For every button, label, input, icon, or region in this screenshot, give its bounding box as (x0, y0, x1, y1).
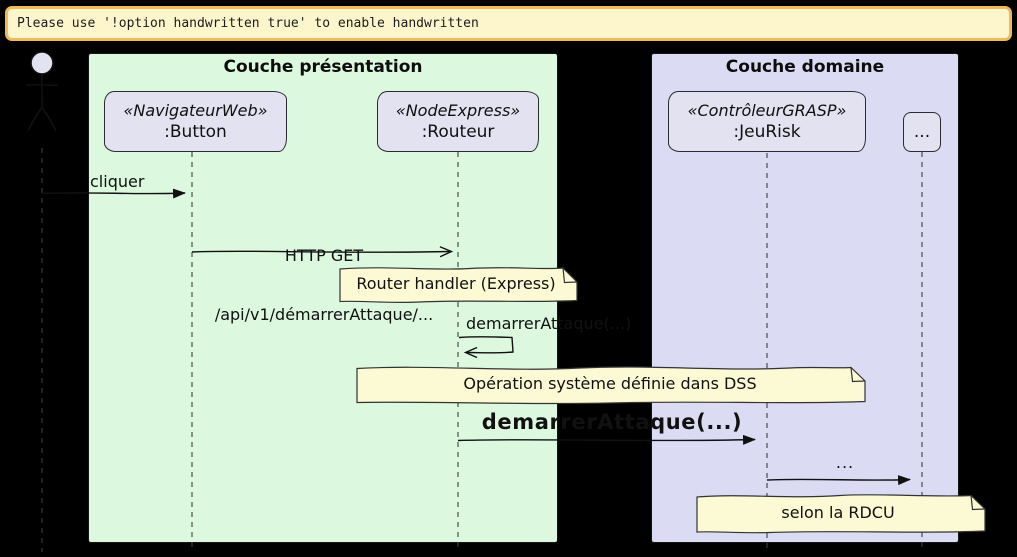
banner-note: Please use '!option handwritten true' to… (5, 6, 1012, 41)
message-label-http-get-line1: HTTP GET (284, 246, 364, 265)
participant-routeur-stereotype: «NodeExpress» (395, 101, 521, 120)
participant-ellipsis: ... (903, 112, 941, 152)
banner-text: Please use '!option handwritten true' to… (17, 16, 479, 31)
arrow-cliquer (41, 188, 186, 199)
lifelines (41, 148, 923, 552)
note-selon-rdcu-text: selon la RDCU (781, 503, 895, 522)
arrow-dots (766, 475, 911, 486)
participant-jeurisk: «ContrôleurGRASP» :JeuRisk (668, 91, 866, 152)
participant-jeurisk-name: :JeuRisk (733, 122, 801, 142)
participant-button-name: :Button (164, 122, 227, 142)
note-router-handler-text: Router handler (Express) (356, 274, 556, 293)
message-label-cliquer: cliquer (90, 172, 145, 191)
participant-routeur-name: :Routeur (421, 122, 495, 142)
arrow-self-demarrer (458, 336, 514, 353)
message-label-demarrer-attaque: demarrerAttaque(...) (481, 410, 743, 434)
participant-ellipsis-name: ... (913, 122, 931, 142)
participant-routeur: «NodeExpress» :Routeur (377, 91, 539, 152)
package-domain-title: Couche domaine (725, 57, 885, 77)
note-operation-systeme-text: Opération système définie dans DSS (463, 374, 757, 393)
message-arrows (41, 188, 911, 486)
note-selon-rdcu (696, 494, 986, 534)
message-label-http-get-line2: /api/v1/démarrerAttaque/... (214, 304, 434, 324)
note-operation-systeme (356, 366, 866, 405)
participant-button: «NavigateurWeb» :Button (104, 91, 287, 152)
message-label-http-get: HTTP GET /api/v1/démarrerAttaque/... (215, 207, 433, 363)
package-presentation-title: Couche présentation (223, 57, 423, 77)
participant-button-stereotype: «NavigateurWeb» (123, 101, 268, 120)
note-router-handler (339, 267, 578, 304)
message-label-dots: ... (835, 453, 855, 472)
arrow-demarrer-attaque (457, 434, 756, 445)
actor-figure (25, 51, 59, 132)
notes-shapes (339, 267, 986, 534)
arrow-http-get (191, 251, 451, 252)
message-label-self-demarrer: demarrerAttaque(...) (466, 314, 632, 333)
participant-jeurisk-stereotype: «ContrôleurGRASP» (687, 101, 847, 120)
